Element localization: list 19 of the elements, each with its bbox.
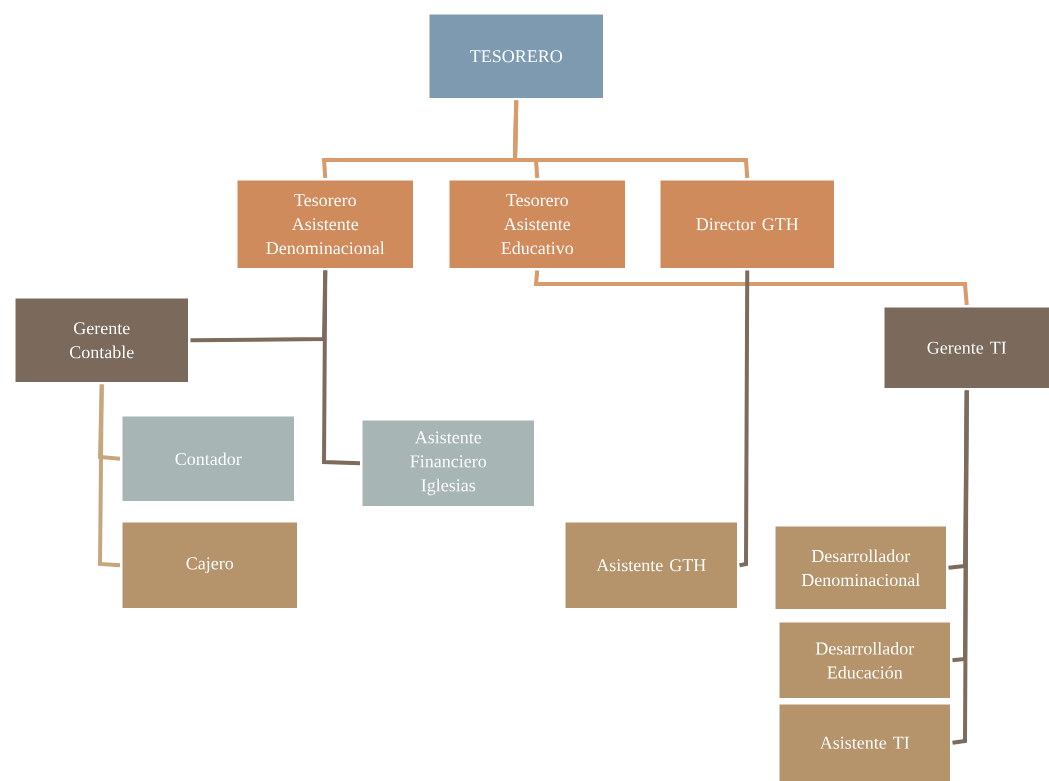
- org-box: Asistente TI: [777, 702, 953, 781]
- org-box: Tesorero Asistente Educativo: [447, 178, 628, 271]
- connector-line: [512, 100, 750, 179]
- org-box: Gerente TI: [882, 305, 1049, 391]
- org-box: Tesorero Asistente Denominacional: [235, 178, 416, 271]
- org-box: Asistente GTH: [563, 520, 740, 611]
- connector-line: [739, 270, 750, 568]
- org-box: Desarrollador Educación: [777, 620, 953, 701]
- org-box: Director GTH: [658, 178, 837, 271]
- org-box: Asistente Financiero Iglesias: [360, 418, 537, 509]
- connector-line: [533, 270, 969, 306]
- org-box: TESORERO: [427, 12, 606, 101]
- org-box: Gerente Contable: [13, 296, 191, 385]
- org-box: Cajero: [120, 520, 300, 611]
- org-box: Contador: [120, 414, 297, 504]
- org-box: Desarrollador Denominacional: [773, 524, 949, 612]
- connector-line: [952, 390, 969, 745]
- connector-line: [322, 270, 361, 466]
- connector-line: [98, 384, 121, 568]
